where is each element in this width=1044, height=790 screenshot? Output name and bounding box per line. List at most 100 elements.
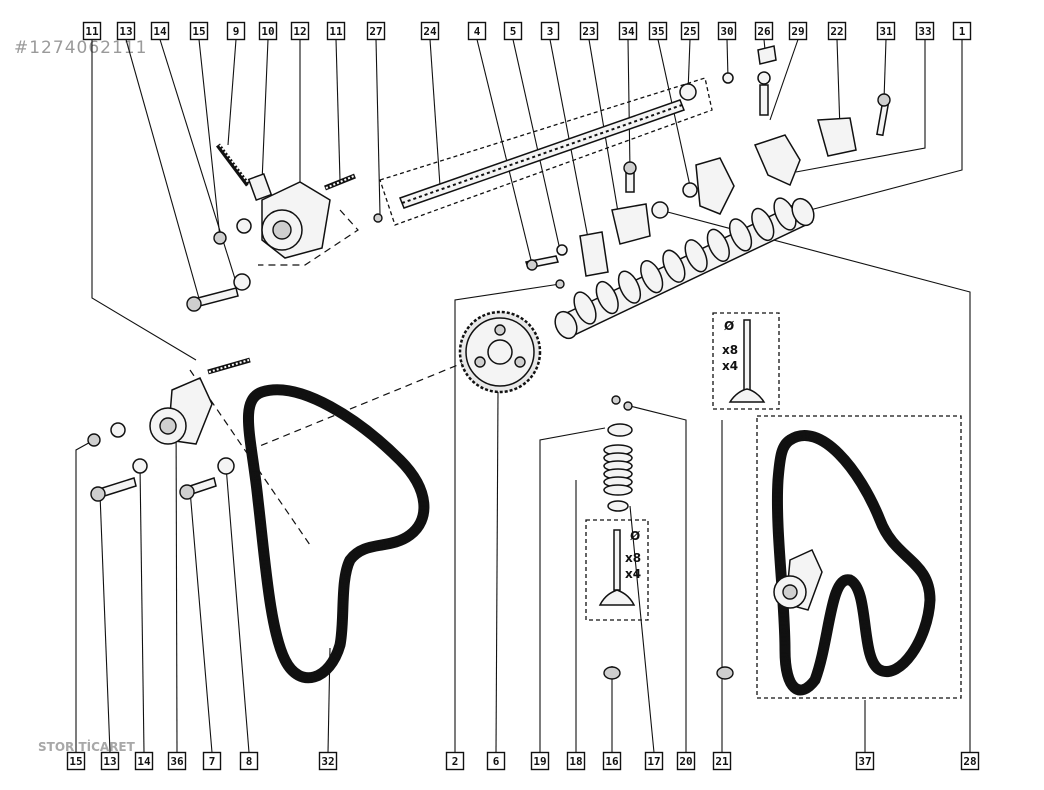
callout-label: 29 (788, 21, 808, 41)
callout-box (189, 21, 209, 41)
rocker-shaft-dashed-box (379, 77, 713, 226)
callout-box (100, 751, 120, 771)
washer (110, 422, 126, 438)
leader-line (189, 489, 213, 753)
callout-label: 3 (540, 21, 560, 41)
tensioner-dashed-link (258, 209, 359, 266)
exhaust-valve-count-a: x8 (722, 343, 738, 357)
callout-box (566, 751, 586, 771)
washer (217, 457, 235, 475)
callout-box (82, 21, 102, 41)
cam-lobe (617, 270, 642, 304)
callout-box (876, 21, 896, 41)
upper-tensioner-assembly (186, 143, 356, 312)
leader-line (125, 39, 201, 303)
callout-label: 16 (602, 751, 622, 771)
callout-label: 37 (855, 751, 875, 771)
callout-box (754, 21, 774, 41)
callout-number: 9 (233, 25, 240, 38)
callout-box (486, 751, 506, 771)
callout-number: 30 (720, 25, 733, 38)
intake-valve-stem (613, 529, 621, 591)
spring-small (722, 72, 734, 84)
leader-line (629, 505, 655, 753)
cam-lobe (573, 291, 597, 325)
callout-label: 31 (876, 21, 896, 41)
callout-box (150, 21, 170, 41)
callout-number: 17 (647, 755, 660, 768)
camshaft-key (555, 279, 565, 289)
exhaust-valve-symbol: Ø (724, 319, 734, 333)
callout-label: 13 (100, 751, 120, 771)
callout-box (258, 21, 278, 41)
watermark-text: #1274062111 (14, 38, 148, 58)
callout-number: 28 (963, 755, 976, 768)
callout-label: 34 (618, 21, 638, 41)
callout-box (960, 751, 980, 771)
callout-label: 25 (680, 21, 700, 41)
rocker-bearing (611, 203, 651, 245)
callout-box (326, 21, 346, 41)
callout-number: 29 (791, 25, 804, 38)
callout-box (855, 751, 875, 771)
callout-number: 2 (452, 755, 459, 768)
callout-number: 36 (170, 755, 184, 768)
camshaft-nose (554, 310, 578, 340)
callout-box (602, 751, 622, 771)
leader-line (375, 39, 381, 215)
callout-label: 4 (467, 21, 487, 41)
timing-belt-kit (771, 430, 936, 696)
callout-box (503, 21, 523, 41)
leader-line (175, 401, 178, 753)
callout-label: 21 (712, 751, 732, 771)
callout-box (680, 21, 700, 41)
callout-number: 10 (261, 25, 274, 38)
callout-number: 34 (621, 25, 635, 38)
callout-box (226, 21, 246, 41)
cam-lobe (662, 249, 686, 283)
callout-number: 8 (246, 755, 253, 768)
callout-number: 22 (830, 25, 843, 38)
leader-line (227, 39, 237, 146)
intake-valve-symbol: Ø (630, 529, 640, 543)
dashed-boundaries (189, 77, 962, 699)
callout-box (788, 21, 808, 41)
cam-lobe (751, 207, 775, 242)
leader-line (198, 39, 221, 239)
leader-line (588, 39, 619, 213)
brand-logo-text: STOR TİCARET (38, 740, 135, 754)
callout-label: 28 (960, 751, 980, 771)
leader-line (495, 391, 499, 753)
callout-number: 24 (423, 25, 437, 38)
leader-line (225, 465, 250, 753)
callout-label: 15 (66, 751, 86, 771)
rocker-shaft (399, 99, 685, 209)
leader-lines (75, 39, 971, 753)
callout-box (116, 21, 136, 41)
callout-box (202, 751, 222, 771)
callout-label: 33 (915, 21, 935, 41)
callout-label: 18 (566, 751, 586, 771)
leader-line (769, 39, 799, 121)
adjuster-nut (757, 45, 777, 65)
callout-box (676, 751, 696, 771)
callout-number: 5 (510, 25, 517, 38)
tensioner-stud (216, 143, 250, 187)
callout-number: 31 (879, 25, 893, 38)
belt-kit-box (756, 415, 962, 699)
callout-label: 32 (318, 751, 338, 771)
callout-box (579, 21, 599, 41)
cam-lobe (728, 218, 753, 252)
callout-box (530, 751, 550, 771)
callout-number: 21 (715, 755, 729, 768)
nut (213, 231, 227, 245)
intake-valve-count-a: x8 (625, 551, 641, 565)
washer (233, 273, 251, 291)
leader-line (91, 39, 197, 361)
leader-line (261, 39, 269, 183)
callout-label: 14 (134, 751, 154, 771)
leader-line (99, 493, 111, 753)
callout-label: 22 (827, 21, 847, 41)
